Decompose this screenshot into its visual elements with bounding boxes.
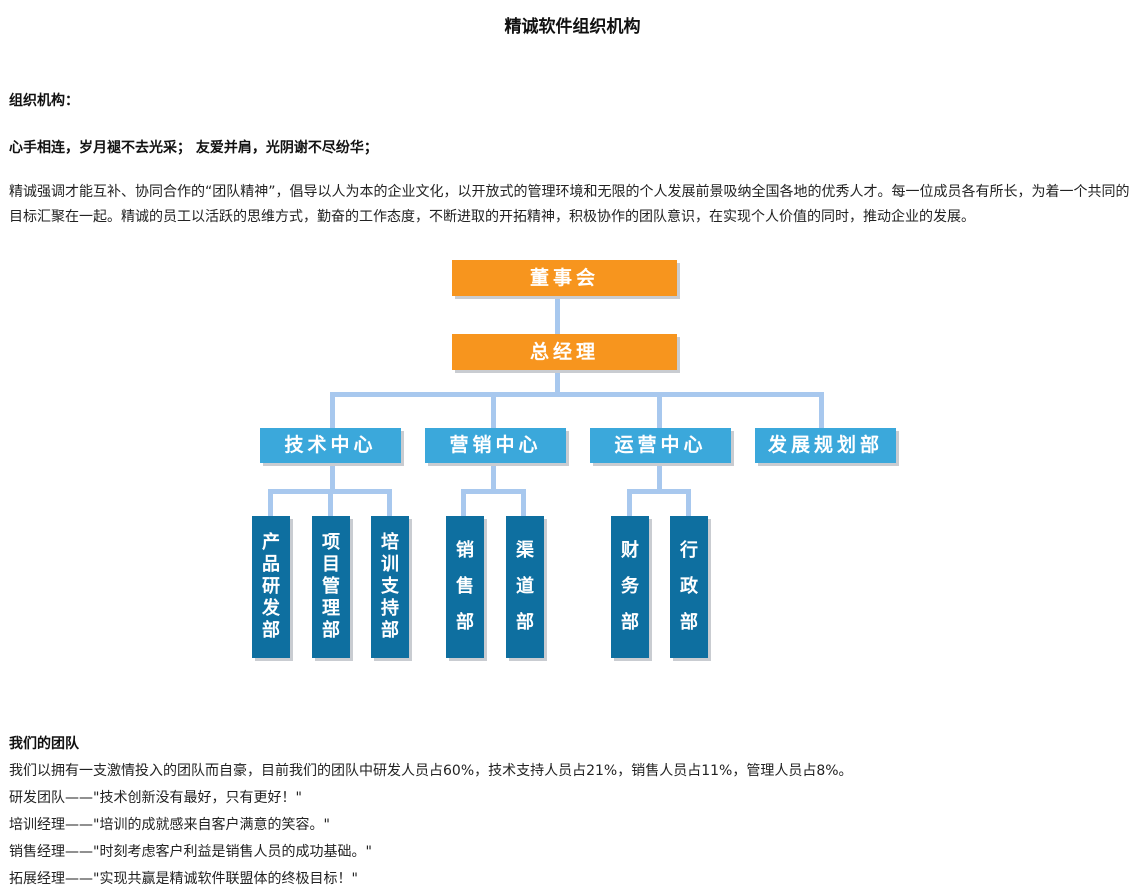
connector-dept-6	[627, 489, 632, 516]
team-quote: 培训经理——"培训的成就感来自客户满意的笑容。"	[9, 817, 330, 833]
connector-operations	[657, 392, 662, 428]
connector-dept-4	[461, 489, 466, 516]
dept-label: 培 训 支 持 部	[381, 532, 399, 641]
center-box-tech: 技术中心	[260, 428, 401, 463]
connector-gm-down	[555, 370, 560, 394]
dept-label: 销 售 部	[456, 540, 474, 633]
connector-tech-down	[330, 463, 335, 491]
motto: 心手相连，岁月褪不去光采； 友爱并肩，光阴谢不尽纷华；	[9, 140, 378, 156]
dept-label: 产 品 研 发 部	[262, 532, 280, 641]
team-heading: 我们的团队	[9, 736, 79, 752]
dept-box-channel: 渠 道 部	[506, 516, 544, 658]
team-quote: 销售经理——"时刻考虑客户利益是销售人员的成功基础。"	[9, 844, 372, 860]
dept-label: 行 政 部	[680, 540, 698, 633]
connector-dept-7	[686, 489, 691, 516]
connector-centers-bar	[330, 392, 824, 397]
connector-board-gm	[555, 296, 560, 334]
connector-marketing	[491, 392, 496, 428]
center-box-development: 发展规划部	[755, 428, 896, 463]
dept-box-product-rd: 产 品 研 发 部	[252, 516, 290, 658]
intro-paragraph: 精诚强调才能互补、协同合作的“团队精神”，倡导以人为本的企业文化，以开放式的管理…	[9, 184, 1130, 225]
dept-box-project-mgmt: 项 目 管 理 部	[312, 516, 350, 658]
board-box: 董事会	[452, 260, 677, 296]
dept-box-sales: 销 售 部	[446, 516, 484, 658]
center-box-marketing: 营销中心	[425, 428, 566, 463]
dept-box-admin: 行 政 部	[670, 516, 708, 658]
connector-dept-2	[328, 489, 333, 516]
dept-box-finance: 财 务 部	[611, 516, 649, 658]
connector-tech	[330, 392, 335, 428]
connector-marketing-down	[491, 463, 496, 491]
connector-operations-bar	[627, 489, 691, 494]
connector-dept-3	[387, 489, 392, 516]
connector-marketing-bar	[461, 489, 526, 494]
dept-label: 财 务 部	[621, 540, 639, 633]
org-heading: 组织机构：	[9, 93, 79, 109]
gm-box: 总经理	[452, 334, 677, 370]
dept-label: 渠 道 部	[516, 540, 534, 633]
dept-box-training: 培 训 支 持 部	[371, 516, 409, 658]
center-box-operations: 运营中心	[590, 428, 731, 463]
connector-development	[819, 392, 824, 428]
connector-dept-1	[268, 489, 273, 516]
team-quote: 拓展经理——"实现共赢是精诚软件联盟体的终极目标！"	[9, 871, 358, 887]
connector-operations-down	[657, 463, 662, 491]
connector-dept-5	[521, 489, 526, 516]
dept-label: 项 目 管 理 部	[322, 532, 340, 641]
team-quote: 研发团队——"技术创新没有最好，只有更好！"	[9, 790, 302, 806]
team-summary: 我们以拥有一支激情投入的团队而自豪，目前我们的团队中研发人员占60%，技术支持人…	[9, 763, 853, 779]
page-title: 精诚软件组织机构	[504, 17, 641, 37]
